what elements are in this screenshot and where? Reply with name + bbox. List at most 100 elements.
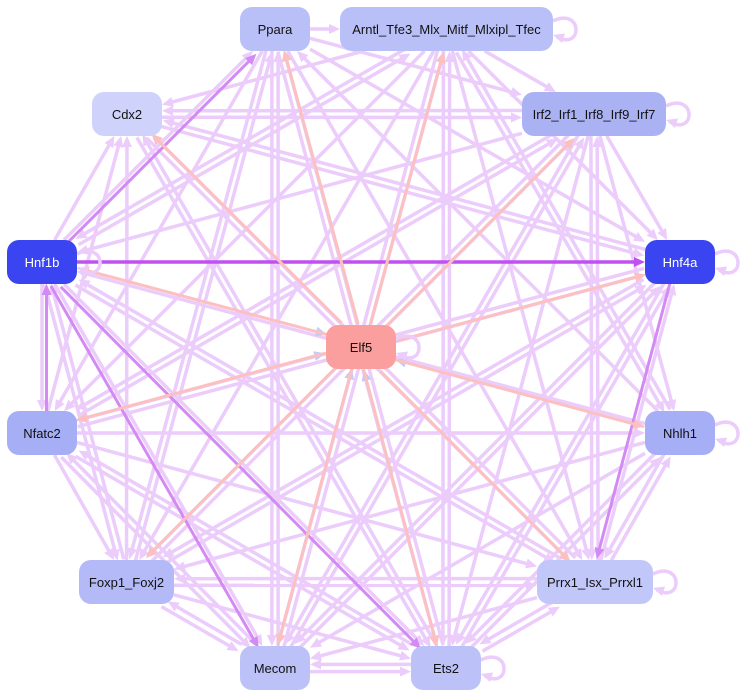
edge-arrowhead [634, 285, 647, 295]
edge-elf5-to-hnf1b [86, 268, 328, 336]
edge-mecom-to-nfatc2 [71, 458, 257, 646]
edge-arrowhead [715, 266, 727, 277]
edge-arrowhead [310, 659, 321, 670]
node-arntl-tfe3-mlx-mitf-mlxipl-tfec[interactable]: Arntl_Tfe3_Mlx_Mitf_Mlxipl_Tfec [340, 7, 553, 51]
edge-arrowhead [649, 457, 661, 469]
edge-arrowhead [37, 400, 47, 411]
node-irf2-irf1-irf8-irf9-irf7[interactable]: Irf2_Irf1_Irf8_Irf9_Irf7 [522, 92, 666, 136]
node-mecom[interactable]: Mecom [240, 646, 310, 690]
self-loop-arntl [552, 16, 578, 42]
node-elf5[interactable]: Elf5 [326, 325, 396, 369]
edge-elf5-to-hnf4a [396, 275, 638, 343]
edge-arrowhead [54, 398, 65, 411]
edge-layer [37, 16, 740, 683]
edge-arrowhead [409, 637, 421, 649]
edge-arrowhead [104, 547, 115, 560]
edge-arrowhead [633, 272, 646, 283]
edge-ppara-to-hnf4a [309, 47, 639, 239]
self-loop-ets2 [480, 655, 506, 681]
edge-elf5-to-foxp1 [151, 365, 338, 553]
node-nfatc2[interactable]: Nfatc2 [7, 411, 77, 455]
edge-arrowhead [429, 634, 440, 647]
edge-arrowhead [397, 640, 410, 651]
edge-arrowhead [310, 650, 322, 661]
edge-arrowhead [127, 547, 138, 560]
edge-arrowhead [399, 650, 411, 661]
edge-arrowhead [273, 51, 284, 62]
edge-arrowhead [632, 232, 645, 242]
edge-prrx1-to-irf2 [595, 144, 600, 560]
edge-arrowhead [64, 399, 76, 411]
edge-arrowhead [525, 558, 537, 569]
edge-arrowhead [586, 548, 597, 561]
edge-arrowhead [400, 666, 411, 677]
edge-arrowhead [294, 632, 306, 644]
edge-arrowhead [75, 229, 88, 239]
edge-irf2-to-nfatc2 [82, 131, 555, 407]
edge-foxp1-to-hnf1b [51, 291, 126, 560]
edge-arntl-to-irf2 [483, 49, 549, 90]
node-ppara[interactable]: Ppara [240, 7, 310, 51]
edge-arrowhead [563, 138, 575, 150]
edge-arrowhead [282, 50, 292, 63]
node-foxp1-foxj2[interactable]: Foxp1_Foxj2 [79, 560, 174, 604]
self-loop-irf2 [665, 101, 691, 127]
edge-arrowhead [592, 135, 603, 148]
edge-arrowhead [715, 437, 727, 448]
edge-arrowhead [264, 51, 275, 64]
node-hnf4a[interactable]: Hnf4a [645, 240, 715, 284]
edge-elf5-to-mecom [278, 367, 354, 637]
edge-prrx1-to-nhlh1 [609, 463, 668, 563]
self-loop-hnf1b [76, 249, 102, 275]
edge-arrowhead [66, 452, 78, 465]
edge-arrowhead [632, 419, 645, 429]
edge-foxp1-to-mecom [160, 605, 232, 649]
edge-arrowhead [396, 351, 408, 362]
edge-elf5-to-cdx2 [156, 139, 343, 324]
edge-arrowhead [248, 635, 259, 648]
edge-arrowhead [420, 635, 431, 648]
edge-arrowhead [329, 24, 340, 34]
edge-prrx1-to-hnf1b [85, 282, 560, 559]
self-loop-nhlh1 [714, 420, 740, 446]
edge-arrowhead [167, 601, 180, 612]
edge-arrowhead [462, 49, 472, 62]
edge-nhlh1-to-mecom [316, 451, 646, 645]
node-hnf1b[interactable]: Hnf1b [7, 240, 77, 284]
edge-hnf1b-to-cdx2 [53, 142, 112, 241]
edge-hnf4a-to-prrx1 [597, 282, 672, 551]
edge-arrowhead [666, 399, 677, 411]
edge-arrowhead [113, 136, 124, 148]
node-cdx2[interactable]: Cdx2 [92, 92, 162, 136]
edge-arrowhead [547, 606, 560, 617]
edge-arrowhead [634, 257, 645, 267]
edge-arrowhead [572, 547, 583, 560]
edge-cdx2-to-ets2 [135, 136, 428, 641]
edge-arrowhead [574, 137, 585, 150]
node-ets2[interactable]: Ets2 [411, 646, 481, 690]
edge-elf5-to-nfatc2 [84, 351, 326, 420]
edge-arrowhead [77, 266, 89, 277]
edge-arrowhead [78, 450, 91, 461]
edge-arrowhead [121, 136, 132, 148]
edge-mecom-to-hnf4a [298, 291, 656, 650]
edge-arrowhead [310, 637, 323, 648]
edge-arrowhead [412, 634, 425, 646]
edge-arrowhead [78, 279, 91, 290]
edge-arrowhead [245, 53, 257, 66]
edge-ets2-to-cdx2 [145, 141, 438, 646]
edge-arntl-to-foxp1 [142, 50, 436, 554]
edge-arrowhead [41, 284, 52, 295]
edge-arrowhead [444, 51, 455, 63]
edge-irf2-to-hnf4a [605, 135, 665, 234]
edge-arrowhead [297, 51, 309, 63]
edge-arrowhead [479, 634, 492, 645]
node-prrx1-isx-prrxl1[interactable]: Prrx1_Isx_Prrxl1 [537, 560, 653, 604]
edge-ppara-to-prrx1 [286, 50, 580, 554]
edge-arrowhead [398, 53, 411, 64]
edge-hnf1b-to-mecom [49, 285, 256, 641]
edge-arrowhead [275, 633, 286, 646]
node-nhlh1[interactable]: Nhlh1 [645, 411, 715, 455]
